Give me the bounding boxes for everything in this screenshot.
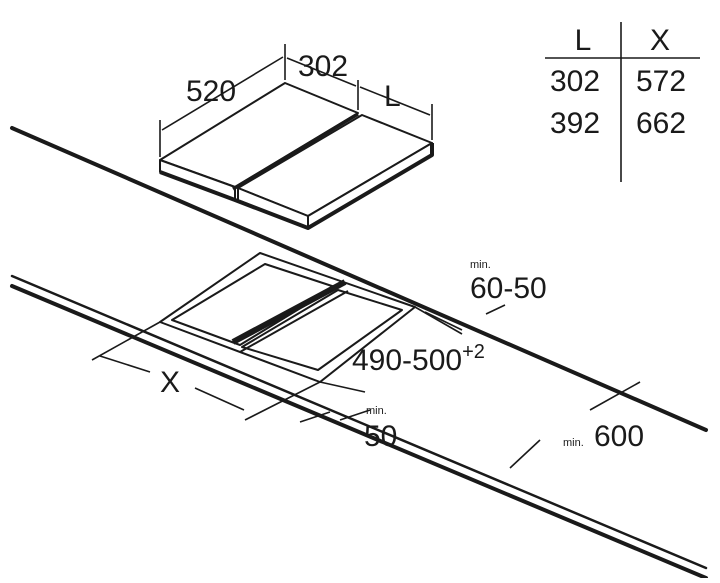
table-header-l: L (575, 24, 592, 57)
side-min-prefix: min. (563, 437, 584, 449)
table-header-x: X (650, 24, 670, 57)
hob-dimension-lines (159, 44, 433, 157)
table-cell-x-2: 662 (636, 107, 686, 140)
table-cell-x-1: 572 (636, 65, 686, 98)
cutout-dimension-lines (91, 304, 641, 469)
hob-units (159, 82, 434, 230)
cutout-inner-right (241, 289, 403, 371)
side-min-value: 600 (594, 420, 644, 453)
countertop-front-edge-bottom (10, 284, 708, 580)
hob-depth-label: 520 (186, 75, 236, 108)
dimension-table: L X 302 572 392 662 (545, 22, 700, 182)
hob-width-label: 302 (298, 50, 348, 83)
cutout-width-var-label: X (160, 366, 180, 399)
cutout-depth-tolerance: +2 (462, 341, 485, 363)
countertop (10, 126, 708, 580)
hob-width-var-label: L (384, 80, 401, 113)
countertop-front-edge-top (10, 274, 708, 570)
cutout-depth-label: 490-500+2 (352, 341, 485, 377)
cutout-depth-value: 490-500 (352, 344, 462, 377)
rear-min-prefix: min. (470, 259, 491, 271)
rear-min-value: 60-50 (470, 272, 547, 305)
countertop-back-edge (10, 126, 708, 432)
table-cell-l-1: 302 (550, 65, 600, 98)
front-min-prefix: min. (366, 405, 387, 417)
front-min-value: 50 (364, 420, 397, 453)
table-cell-l-2: 392 (550, 107, 600, 140)
